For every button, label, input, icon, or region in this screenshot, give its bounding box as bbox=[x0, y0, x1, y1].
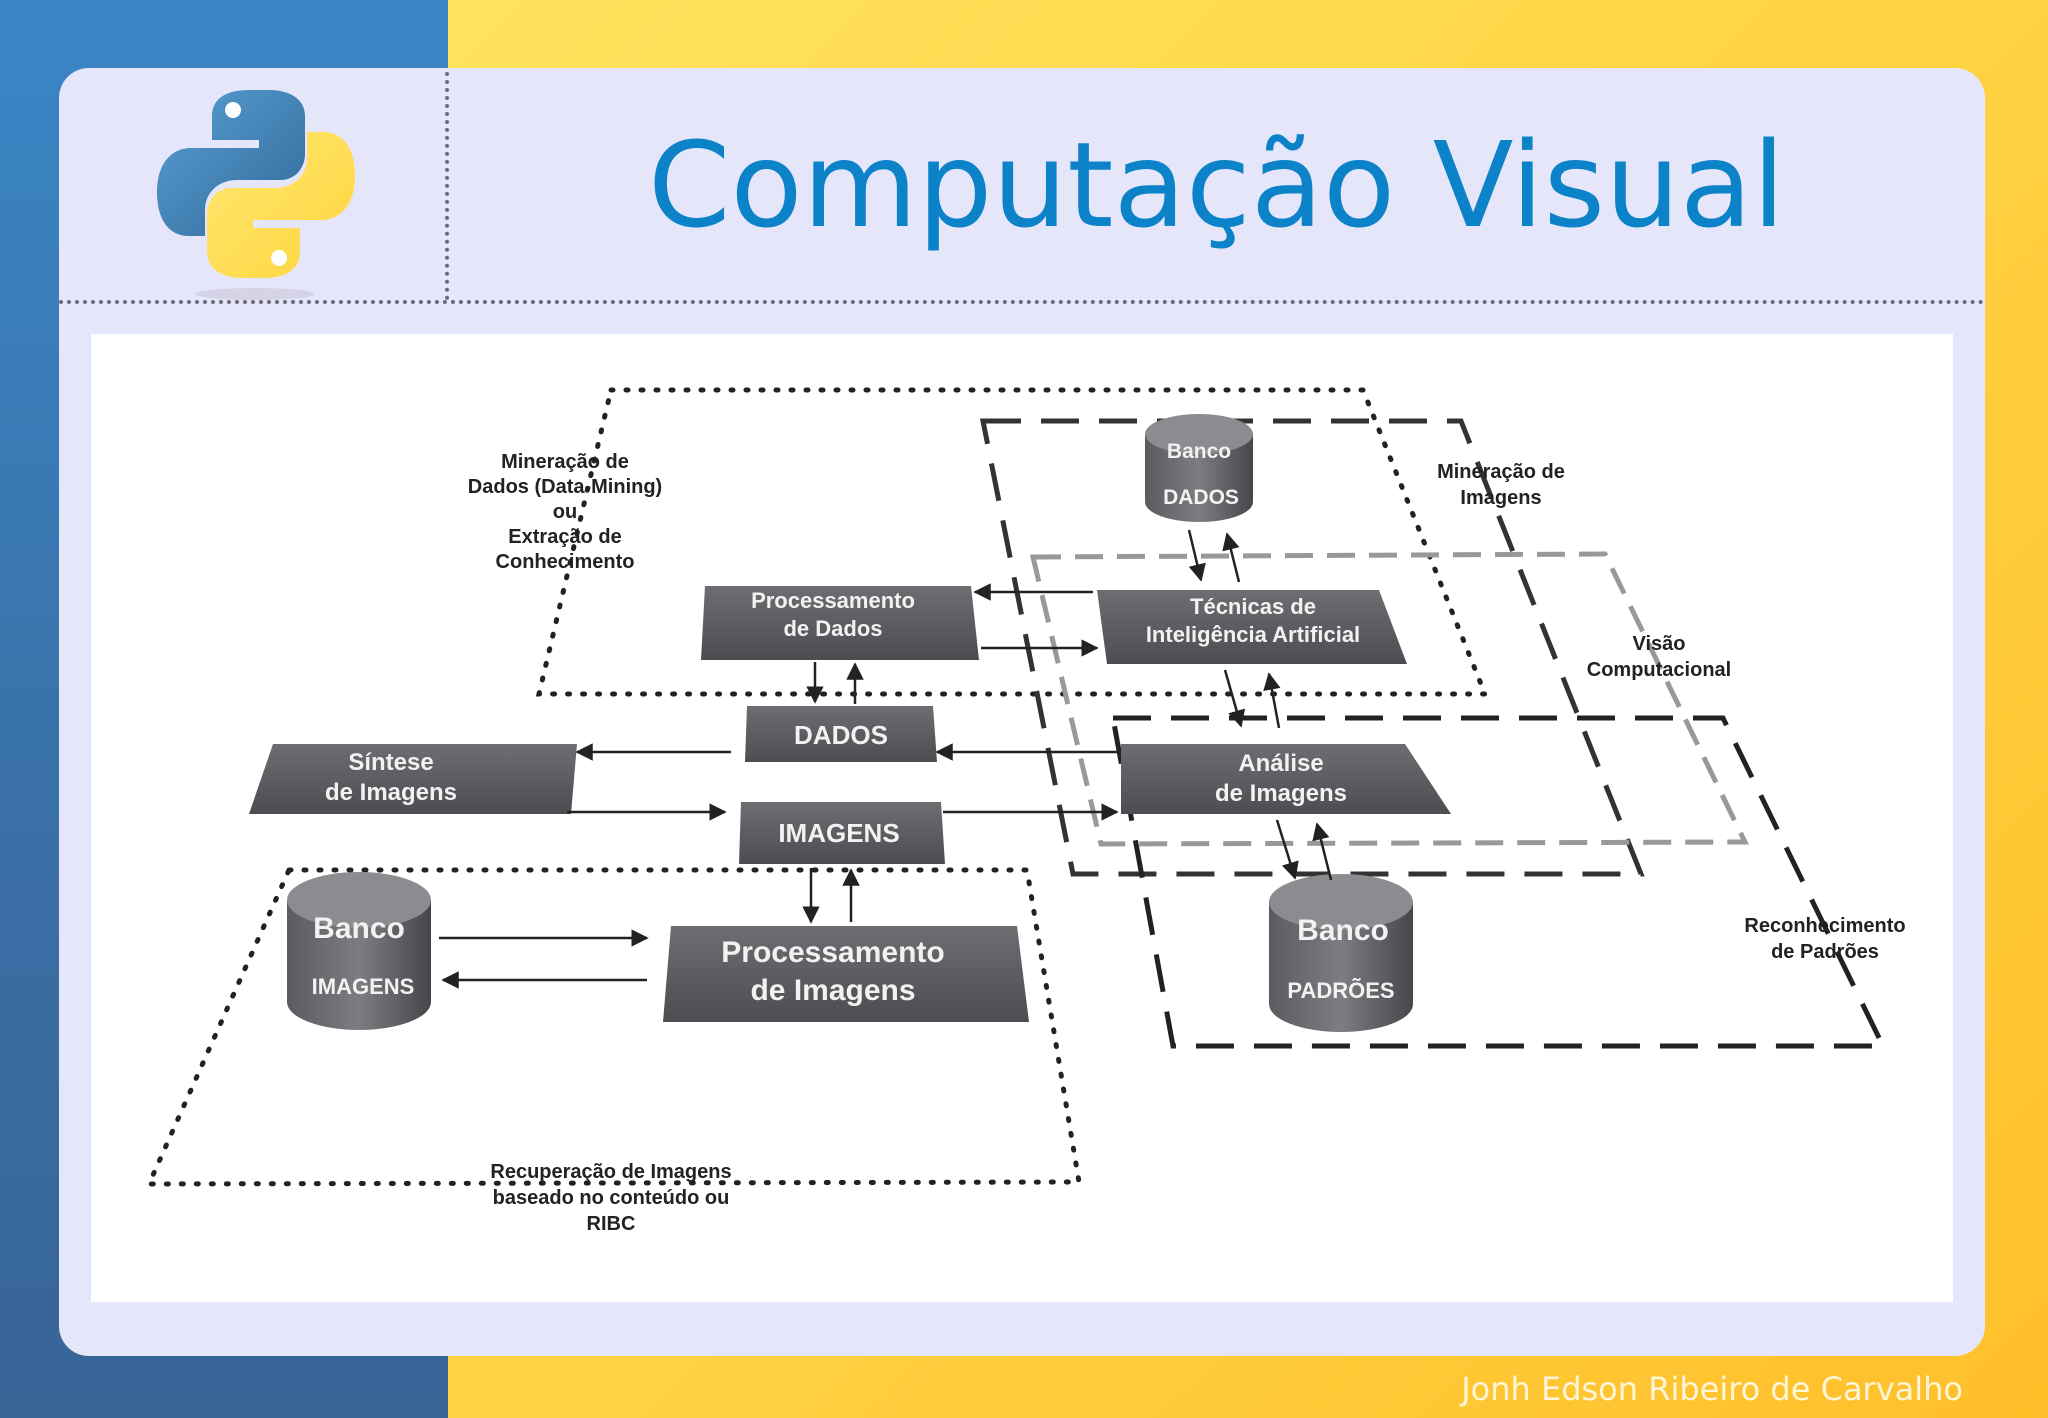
svg-text:Mineração de: Mineração de bbox=[501, 451, 629, 473]
slide-title: Computação Visual bbox=[648, 116, 1785, 254]
database-padroes-cylinder: Banco PADRÕES bbox=[1269, 874, 1413, 1032]
svg-text:Reconhecimento: Reconhecimento bbox=[1744, 915, 1905, 937]
dados-box: DADOS bbox=[745, 706, 937, 762]
python-logo-icon bbox=[157, 90, 355, 300]
cbir-label: Recuperação de Imagens baseado no conteú… bbox=[490, 1161, 731, 1235]
svg-text:de Padrões: de Padrões bbox=[1771, 941, 1879, 963]
pattern-recognition-label: Reconhecimento de Padrões bbox=[1744, 915, 1905, 963]
imagens-box: IMAGENS bbox=[739, 802, 945, 864]
svg-text:Síntese: Síntese bbox=[348, 749, 433, 776]
header-horizontal-divider bbox=[59, 300, 1985, 304]
image-mining-region bbox=[979, 418, 1645, 877]
svg-text:PADRÕES: PADRÕES bbox=[1287, 978, 1394, 1003]
image-synthesis-box: Síntese de Imagens bbox=[249, 744, 577, 814]
svg-text:Banco: Banco bbox=[313, 912, 405, 945]
data-mining-label: Mineração de Dados (Data-Mining) ou Extr… bbox=[468, 451, 662, 573]
svg-text:Conhecimento: Conhecimento bbox=[496, 551, 635, 573]
computer-vision-region bbox=[1029, 551, 1749, 847]
image-mining-label: Mineração de Imagens bbox=[1437, 461, 1565, 509]
svg-text:Banco: Banco bbox=[1167, 440, 1231, 463]
svg-text:Imagens: Imagens bbox=[1460, 487, 1541, 509]
diagram-arrows bbox=[439, 529, 1333, 989]
author-name: Jonh Edson Ribeiro de Carvalho bbox=[1461, 1370, 1963, 1408]
header-vertical-divider bbox=[445, 72, 449, 300]
pattern-recognition-region bbox=[1110, 715, 1888, 1049]
svg-text:de Imagens: de Imagens bbox=[325, 779, 457, 806]
logo-area bbox=[59, 68, 446, 300]
svg-text:Processamento: Processamento bbox=[751, 588, 915, 613]
svg-text:Dados (Data-Mining): Dados (Data-Mining) bbox=[468, 476, 662, 498]
svg-text:de Dados: de Dados bbox=[783, 616, 882, 641]
svg-text:Mineração de: Mineração de bbox=[1437, 461, 1565, 483]
svg-text:baseado no conteúdo ou: baseado no conteúdo ou bbox=[493, 1187, 730, 1209]
data-mining-region bbox=[535, 387, 1489, 697]
database-imagens-cylinder: Banco IMAGENS bbox=[287, 872, 431, 1030]
svg-text:de Imagens: de Imagens bbox=[1215, 780, 1347, 807]
data-processing-box: Processamento de Dados bbox=[701, 586, 979, 660]
svg-text:Extração de: Extração de bbox=[508, 526, 621, 548]
svg-text:Análise: Análise bbox=[1238, 750, 1323, 777]
svg-text:Técnicas de: Técnicas de bbox=[1190, 594, 1316, 619]
ai-techniques-box: Técnicas de Inteligência Artificial bbox=[1097, 590, 1407, 664]
svg-text:Visão: Visão bbox=[1633, 633, 1686, 655]
svg-text:IMAGENS: IMAGENS bbox=[312, 974, 415, 999]
svg-text:IMAGENS: IMAGENS bbox=[778, 818, 899, 848]
image-processing-box: Processamento de Imagens bbox=[663, 926, 1029, 1022]
svg-text:RIBC: RIBC bbox=[587, 1213, 636, 1235]
computer-vision-label: Visão Computacional bbox=[1587, 633, 1731, 681]
svg-text:DADOS: DADOS bbox=[794, 720, 888, 750]
diagram-panel: Mineração de Dados (Data-Mining) ou Extr… bbox=[91, 334, 1953, 1302]
svg-text:de Imagens: de Imagens bbox=[750, 974, 915, 1007]
svg-text:DADOS: DADOS bbox=[1163, 486, 1239, 509]
cbir-region bbox=[145, 867, 1082, 1187]
svg-text:Computacional: Computacional bbox=[1587, 659, 1731, 681]
database-dados-cylinder: Banco DADOS bbox=[1145, 414, 1253, 522]
svg-text:Banco: Banco bbox=[1297, 914, 1389, 947]
svg-text:Processamento: Processamento bbox=[721, 936, 944, 969]
svg-text:ou: ou bbox=[553, 501, 577, 523]
image-analysis-box: Análise de Imagens bbox=[1121, 744, 1451, 814]
svg-text:Recuperação de Imagens: Recuperação de Imagens bbox=[490, 1161, 731, 1183]
visual-computing-diagram: Mineração de Dados (Data-Mining) ou Extr… bbox=[145, 387, 1906, 1235]
svg-text:Inteligência Artificial: Inteligência Artificial bbox=[1146, 622, 1360, 647]
